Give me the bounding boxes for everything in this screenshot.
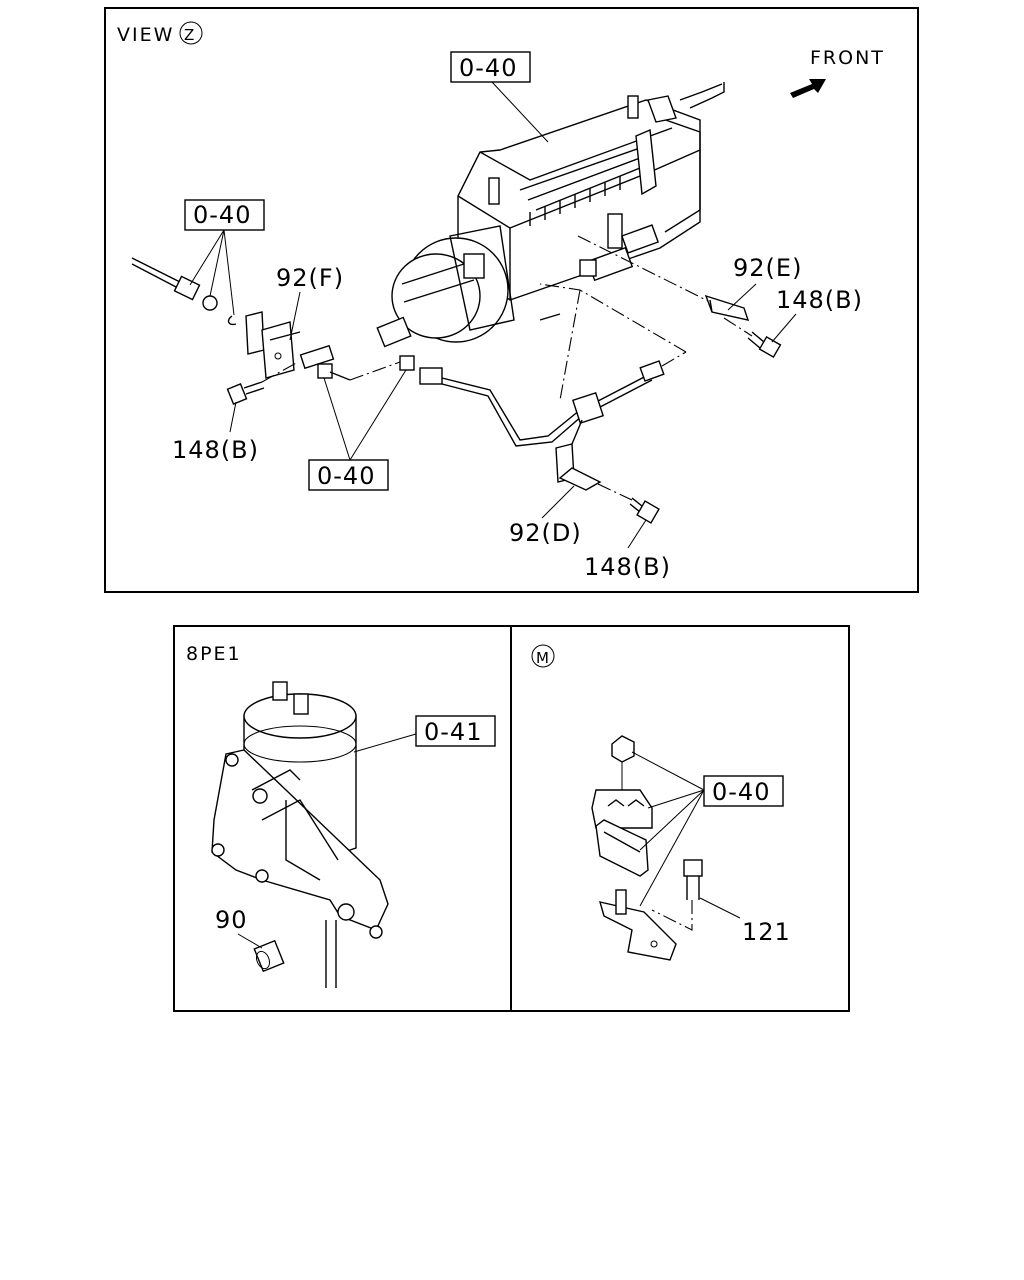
leader-bracket-e [727,283,757,311]
leader-left-fittings [189,229,235,316]
view-z-panel: VIEW Z FRONT [104,7,919,593]
leader-bracket-f [289,291,301,341]
callout-bolt-right: 148(B) [776,286,863,314]
callout-pump-top: 0-40 [459,54,517,82]
injection-pump [376,82,725,348]
callout-bracket-d: 92(D) [509,519,582,547]
bracket-e [577,235,750,321]
callout-pipe-nuts: 0-40 [317,462,375,490]
callout-box-pipe-nuts [308,459,389,491]
view-z-frame [104,7,919,593]
callout-bolt-left: 148(B) [172,436,259,464]
bolt-left [226,381,265,405]
left-fittings [131,257,237,326]
bolt-bottom [597,483,660,524]
panel-m-marker-circle [531,644,555,668]
leader-bolt-left [229,401,237,433]
bottom-panel: 8PE1 0-41 [173,625,850,1012]
delivery-pipe [299,283,687,447]
callout-bracket-f: 92(F) [276,264,344,292]
clamp-set [591,735,677,961]
callout-bolt-bottom: 148(B) [584,553,671,581]
bolt-121 [651,859,703,931]
panel-8pe1: 8PE1 0-41 [186,643,496,988]
callout-bushing: 90 [215,906,248,934]
view-marker: Z [184,26,196,44]
bolt-right [723,317,782,359]
bushing [253,939,285,973]
leader-bolt-bottom [627,519,647,549]
leader-bracket-d [541,485,575,519]
filter-bracket [211,749,389,988]
callout-box-pump-top [450,51,531,83]
panel-m-marker: M [536,649,551,667]
callout-bracket-e: 92(E) [733,254,802,282]
leader-filter [353,733,417,753]
bracket-d [555,419,602,491]
panel-8pe1-title: 8PE1 [186,643,242,665]
callout-filter: 0-41 [424,718,482,746]
view-marker-circle [179,21,203,45]
bracket-f [245,311,301,379]
front-label: FRONT [810,47,885,69]
callout-bolt-121: 121 [742,918,791,946]
callout-left-fittings: 0-40 [193,201,251,229]
view-label: VIEW [117,24,174,46]
leader-pump-top [491,81,549,143]
callout-clamp-set: 0-40 [712,778,770,806]
front-arrow-icon [790,79,826,98]
leader-bolt-121 [699,897,741,919]
leader-pipe-nuts [323,369,407,461]
panel-m: M 0-40 121 [531,644,791,961]
leader-clamp-set [631,751,705,907]
leader-bolt-right [771,313,797,343]
callout-box-filter [415,715,496,747]
leader-bushing [237,933,263,949]
